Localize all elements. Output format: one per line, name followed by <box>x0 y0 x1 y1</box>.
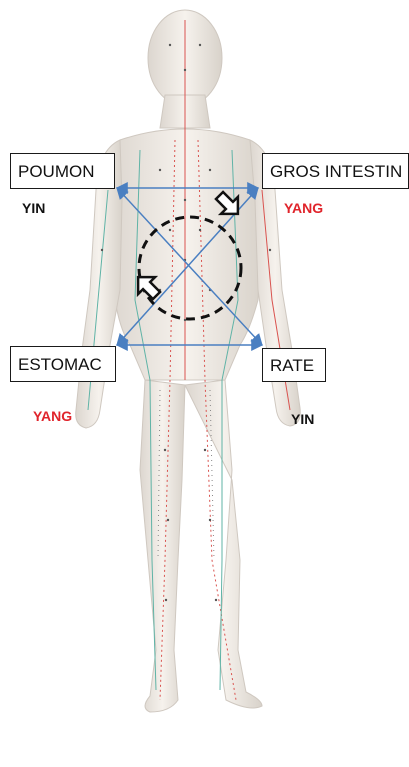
right-leg <box>185 380 262 708</box>
label-estomac: ESTOMAC <box>10 346 116 382</box>
label-rate: RATE <box>262 348 326 382</box>
label-poumon: POUMON <box>10 153 115 189</box>
left-leg <box>140 380 185 712</box>
tag-yang-right: YANG <box>284 201 323 215</box>
tag-yin-right: YIN <box>291 412 314 426</box>
tag-yang-left: YANG <box>33 409 72 423</box>
label-gros-intestin: GROS INTESTIN <box>262 153 409 189</box>
tag-yin-left: YIN <box>22 201 45 215</box>
